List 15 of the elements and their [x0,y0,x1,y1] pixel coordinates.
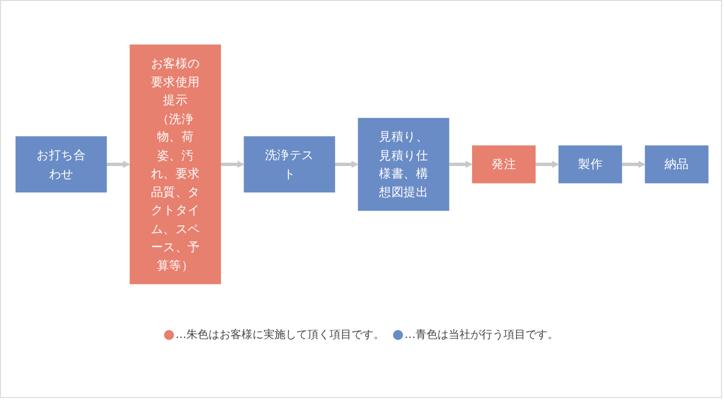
process-box: 製作 [558,145,622,183]
arrow [449,160,472,168]
arrow [220,160,244,168]
legend-text: …青色は当社が行う項目です。 [404,327,558,342]
arrow [335,160,358,168]
arrow [536,160,559,168]
process-box: お打ち合わせ [16,136,107,192]
legend-text: …朱色はお客様に実施して頂く項目です。 [176,327,384,342]
arrow [106,160,130,168]
process-box: 納品 [644,145,708,183]
process-box: 洗浄テスト [244,136,336,192]
process-box: 見積り、見積り仕様書、構想図提出 [358,118,450,210]
process-box: 発注 [472,145,536,183]
process-box: お客様の要求使用提示 （洗浄物、荷姿、汚れ、要求品質、タクトタイム、スペース、予算等） [130,44,221,284]
arrow [622,160,646,168]
